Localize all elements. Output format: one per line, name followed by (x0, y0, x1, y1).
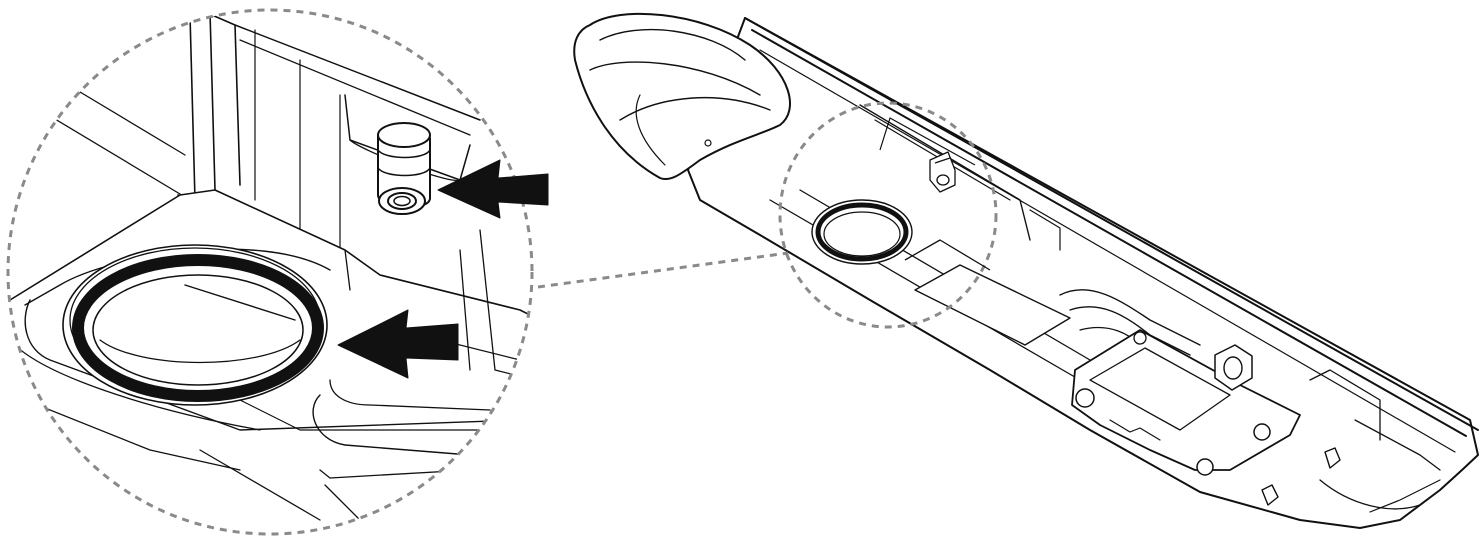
o-ring-seal (72, 254, 324, 402)
rear-tube (573, 12, 791, 180)
small-detail (811, 117, 991, 271)
control-housing (1071, 329, 1301, 471)
callout-connector (537, 251, 789, 289)
valve-nipple (377, 122, 431, 215)
arrow-to-seal (337, 309, 459, 379)
callout-circle-small (778, 101, 998, 329)
magnified-detail (8, 10, 532, 534)
detail-magnifier (6, 8, 534, 536)
floor-pad (914, 264, 1071, 346)
o-ring-small (815, 202, 909, 262)
arrow-to-nipple (437, 159, 549, 219)
main-tray (573, 12, 1479, 529)
